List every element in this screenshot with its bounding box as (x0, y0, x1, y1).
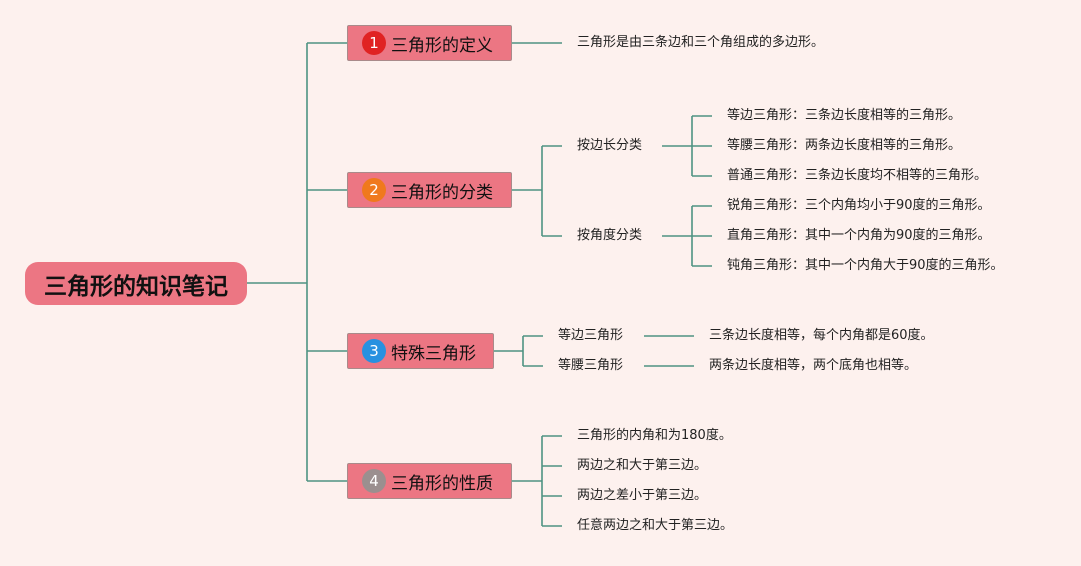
number-badge-1: 1 (362, 31, 386, 55)
branch-special[interactable]: 3 特殊三角形 (347, 333, 494, 369)
list-item: 直角三角形：其中一个内角为90度的三角形。 (727, 228, 991, 243)
list-item: 锐角三角形：三个内角均小于90度的三角形。 (727, 198, 991, 213)
number-badge-3: 3 (362, 339, 386, 363)
branch-title: 三角形的分类 (391, 182, 493, 203)
property-item: 两边之和大于第三边。 (577, 458, 708, 473)
branch-title: 三角形的定义 (391, 35, 493, 56)
branch-properties[interactable]: 4 三角形的性质 (347, 463, 512, 499)
root-node[interactable]: 三角形的知识笔记 (25, 262, 247, 305)
by-side-label: 按边长分类 (577, 138, 643, 153)
branch-title: 三角形的性质 (391, 473, 493, 494)
special-name: 等边三角形 (558, 328, 624, 343)
property-item: 两边之差小于第三边。 (577, 488, 708, 503)
property-item: 任意两边之和大于第三边。 (577, 518, 734, 533)
special-desc: 两条边长度相等，两个底角也相等。 (709, 358, 918, 373)
property-item: 三角形的内角和为180度。 (577, 428, 732, 443)
by-angle-label: 按角度分类 (577, 228, 643, 243)
special-desc: 三条边长度相等，每个内角都是60度。 (709, 328, 934, 343)
branch-definition[interactable]: 1 三角形的定义 (347, 25, 512, 61)
branch-classification[interactable]: 2 三角形的分类 (347, 172, 512, 208)
root-title: 三角形的知识笔记 (44, 273, 228, 300)
number-badge-2: 2 (362, 178, 386, 202)
definition-text: 三角形是由三条边和三个角组成的多边形。 (577, 35, 825, 50)
branch-title: 特殊三角形 (391, 343, 476, 364)
list-item: 普通三角形：三条边长度均不相等的三角形。 (727, 168, 988, 183)
number-badge-4: 4 (362, 469, 386, 493)
special-name: 等腰三角形 (558, 358, 624, 373)
list-item: 等边三角形：三条边长度相等的三角形。 (727, 108, 962, 123)
list-item: 钝角三角形：其中一个内角大于90度的三角形。 (727, 258, 1004, 273)
list-item: 等腰三角形：两条边长度相等的三角形。 (727, 138, 962, 153)
